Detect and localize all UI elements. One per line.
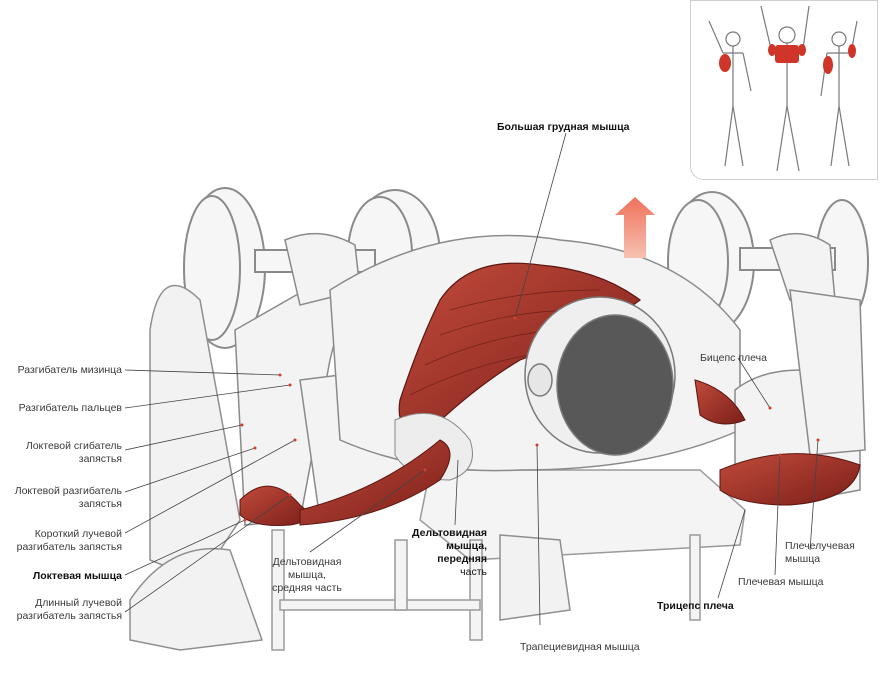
label-deltoid-middle: Дельтовидная мышца, средняя часть [272, 556, 342, 594]
label-extensor-carpi-ulnaris: Локтевой разгибатель запястья [14, 485, 122, 510]
label-extensor-carpi-radialis-brevis: Короткий лучевой разгибатель запястья [16, 528, 122, 553]
leader-lines [124, 132, 819, 626]
label-deltoid-anterior: Дельтовидная мышца, передняя часть [412, 527, 487, 578]
triceps-left-red [299, 439, 451, 526]
label-brachialis: Плечевая мышца [738, 576, 824, 588]
label-flexor-carpi-ulnaris: Локтевой сгибатель запястья [25, 440, 122, 465]
label-extensor-digitorum: Разгибатель пальцев [18, 402, 122, 414]
label-extensor-digiti-minimi: Разгибатель мизинца [17, 364, 122, 376]
label-trapezius: Трапециевидная мышца [520, 641, 640, 653]
head [524, 296, 676, 456]
legs [129, 284, 571, 651]
label-pectoralis-major: Большая грудная мышца [497, 121, 630, 133]
up-arrow-icon [615, 197, 655, 258]
label-biceps: Бицепс плеча [700, 352, 767, 364]
leader-dots [240, 316, 820, 522]
muscle-map-inset [690, 0, 878, 180]
label-triceps: Трицепс плеча [657, 600, 734, 612]
label-anconeus: Локтевая мышца [32, 570, 122, 582]
muscle-map-figures [708, 5, 858, 172]
label-brachioradialis: Плечелучевая мышца [785, 540, 855, 565]
label-extensor-carpi-radialis-longus: Длинный лучевой разгибатель запястья [16, 597, 122, 622]
right-deltoid-red [694, 379, 746, 425]
